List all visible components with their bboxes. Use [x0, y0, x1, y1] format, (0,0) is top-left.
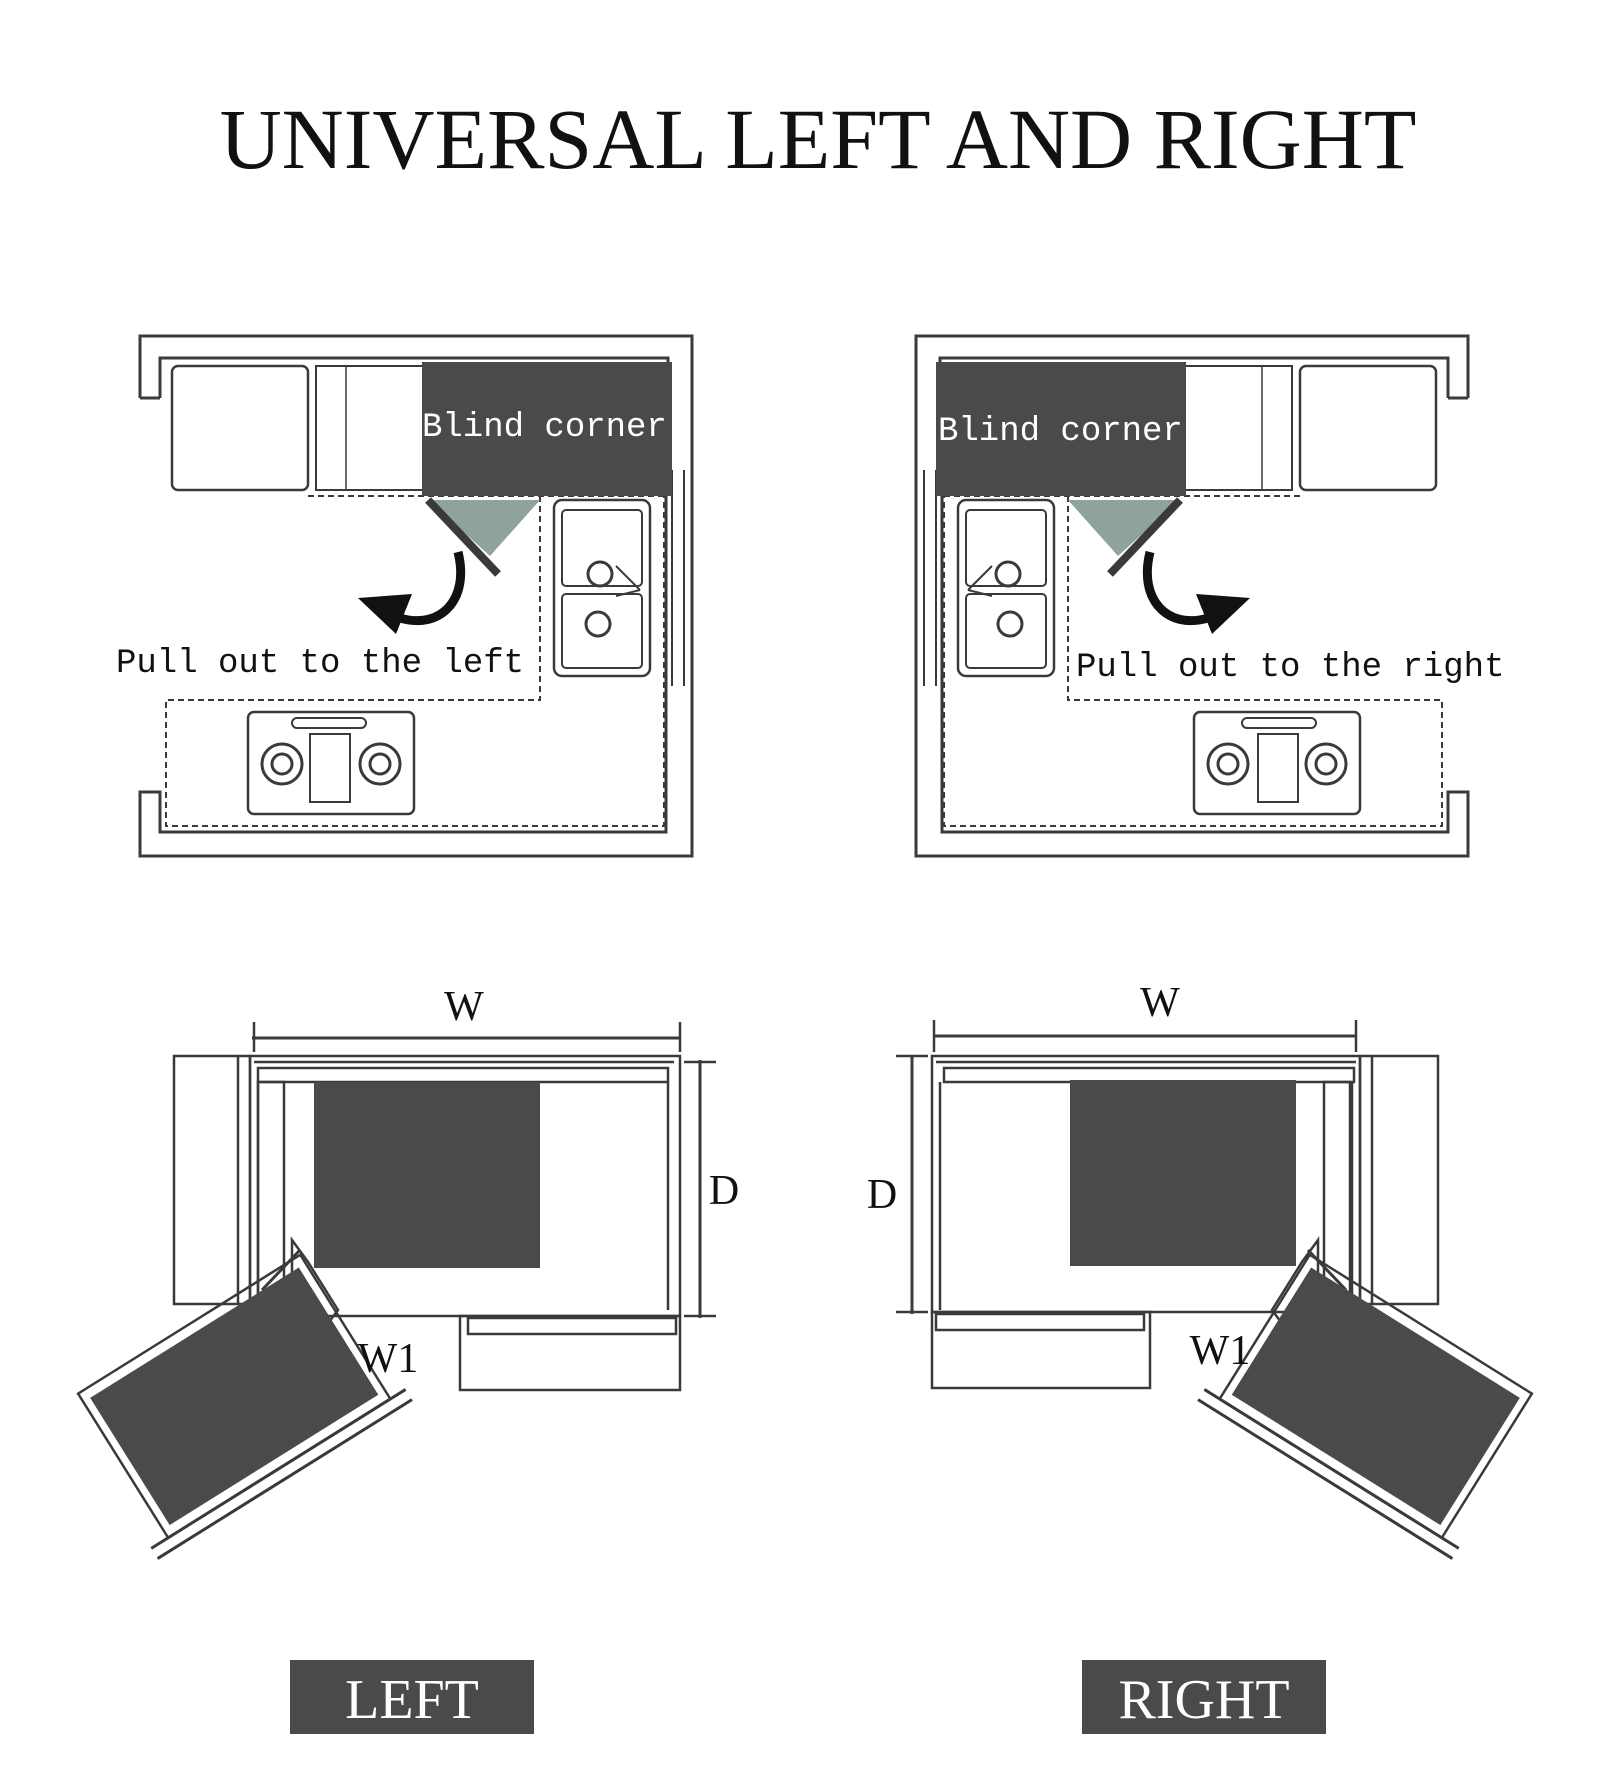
pull-arrow-left-icon	[358, 550, 466, 634]
depth-label-left: D	[709, 1168, 739, 1214]
pull-arrow-right-icon	[1142, 550, 1250, 634]
pull-out-label-left: Pull out to the left	[116, 645, 524, 683]
right-badge	[1082, 1660, 1326, 1734]
cabinet-detail-left	[76, 1022, 716, 1560]
cabinet-detail-right	[896, 1020, 1534, 1560]
depth-label-right: D	[867, 1172, 897, 1218]
blind-corner-block-left	[422, 362, 672, 496]
pulled-basket-left	[90, 1267, 379, 1526]
left-badge	[290, 1660, 534, 1734]
width-label-right: W	[1140, 980, 1180, 1026]
blind-corner-label-right: Blind corner	[938, 413, 1183, 451]
width-label-left: W	[444, 984, 484, 1030]
corner-door-glass-left	[428, 500, 540, 556]
w1-label-left: W1	[358, 1336, 419, 1382]
page-title: UNIVERSAL LEFT AND RIGHT	[220, 91, 1417, 187]
drawer-body-right	[1070, 1080, 1296, 1266]
blind-corner-block-right	[936, 362, 1186, 496]
pull-out-label-right: Pull out to the right	[1076, 649, 1504, 687]
corner-door-glass-right	[1068, 500, 1180, 556]
w1-label-right: W1	[1190, 1328, 1251, 1374]
drawer-body-left	[314, 1082, 540, 1268]
corner-door-right	[1107, 497, 1183, 577]
left-badge-label: LEFT	[345, 1669, 479, 1731]
kitchen-plan-left	[138, 334, 694, 858]
corner-door-left	[425, 497, 501, 577]
pulled-basket-right	[1231, 1267, 1520, 1526]
right-badge-label: RIGHT	[1118, 1669, 1289, 1731]
blind-corner-label-left: Blind corner	[422, 409, 667, 447]
